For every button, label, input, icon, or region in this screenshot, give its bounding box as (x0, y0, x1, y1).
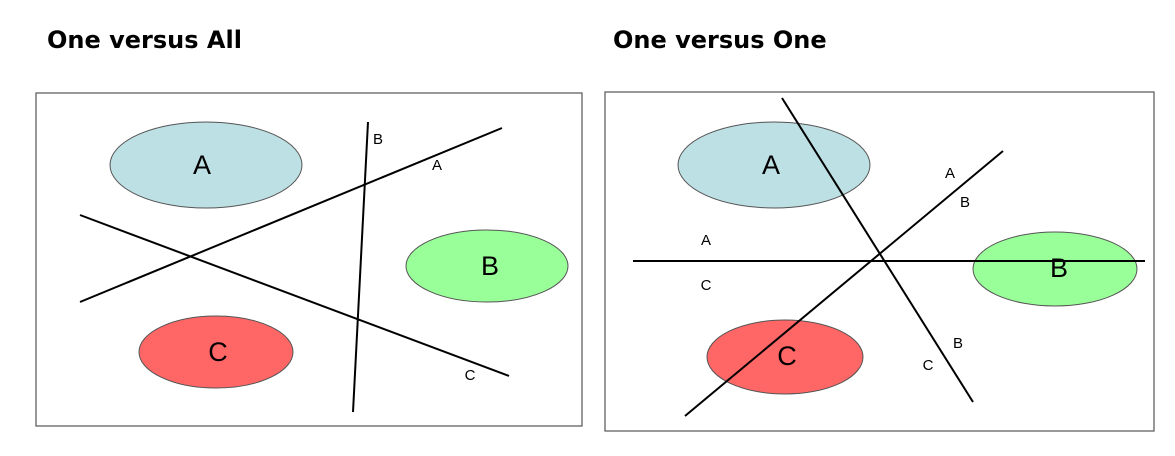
ovo-title: One versus One (613, 26, 827, 54)
ovo-separator-b-c (781, 97, 974, 403)
ovo-class-a-region (677, 121, 871, 209)
ovo-separator-b-c-label-b: B (953, 335, 963, 352)
ova-separator-c (79, 214, 510, 377)
ovo-separator-a-c-label-a: A (701, 232, 711, 249)
ova-separator-a-label: A (432, 157, 442, 174)
ovo-class-b-region (972, 231, 1138, 307)
ovo-separator-a-b-label-b: B (960, 194, 970, 211)
ova-class-c-label: C (208, 337, 228, 367)
ovo-separator-a-c-label-c: C (701, 277, 712, 294)
ova-separator-b-label: B (373, 131, 383, 148)
ova-title: One versus All (47, 26, 242, 54)
ova-separator-c-label: C (465, 367, 476, 384)
ovo-separator-b-c-label-c: C (923, 357, 934, 374)
ova-separator-a (79, 127, 503, 303)
ova-class-c-region (138, 315, 294, 389)
ovo-class-c-region (706, 319, 864, 395)
ova-separator-b (352, 121, 369, 413)
ova-class-a-label: A (193, 150, 211, 180)
ova-class-b-label: B (481, 251, 499, 281)
ova-class-b-region (405, 229, 569, 303)
ova-class-a-region (109, 121, 303, 209)
ovo-separator-a-b (684, 150, 1004, 417)
ovo-class-c-label: C (777, 341, 797, 371)
ova-panel: A B C B A C (35, 92, 583, 427)
ovo-panel: A B C A C A B B C (604, 91, 1155, 432)
ovo-class-b-label: B (1050, 253, 1068, 283)
ovo-class-a-label: A (762, 150, 780, 180)
ovo-separator-a-b-label-a: A (945, 165, 955, 182)
